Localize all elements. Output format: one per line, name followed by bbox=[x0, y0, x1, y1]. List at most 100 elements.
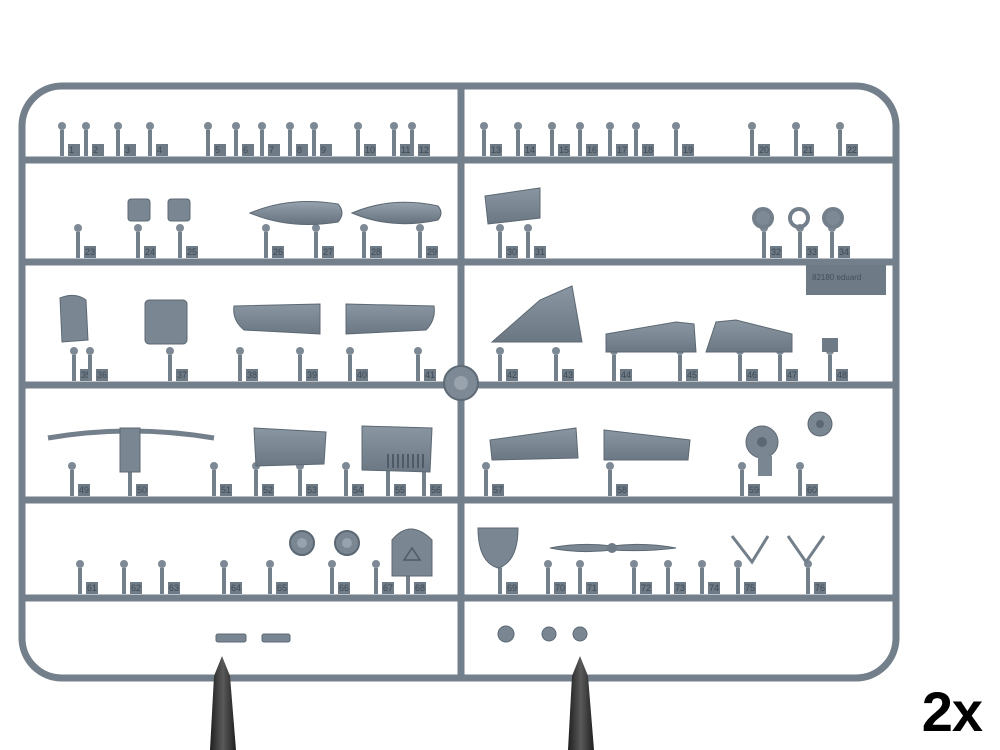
part-number: 11 bbox=[401, 145, 410, 155]
landing-gear-door-left bbox=[253, 427, 327, 467]
part-number: 13 bbox=[491, 145, 501, 155]
part-stub: 58 bbox=[606, 462, 628, 496]
part-number: 31 bbox=[535, 247, 545, 257]
part-stub: 67 bbox=[372, 560, 394, 594]
quantity-label: 2x bbox=[921, 680, 983, 743]
part-stub: 32 bbox=[760, 224, 782, 258]
part-number: 45 bbox=[687, 370, 697, 380]
panel-part-20 bbox=[484, 187, 541, 225]
part-number: 47 bbox=[787, 370, 797, 380]
part-number: 67 bbox=[383, 583, 393, 593]
tailplane-right bbox=[345, 303, 435, 335]
part-stub: 73 bbox=[664, 560, 686, 594]
part-number: 46 bbox=[747, 370, 757, 380]
wheels bbox=[289, 530, 360, 556]
part-number: 23 bbox=[85, 247, 95, 257]
part-stub: 24 bbox=[134, 224, 156, 258]
part-stub: 12 bbox=[408, 122, 430, 156]
part-stub: 49 bbox=[68, 462, 90, 496]
aileron-left bbox=[489, 427, 579, 461]
part-number: 73 bbox=[675, 583, 685, 593]
part-number: 25 bbox=[187, 247, 197, 257]
part-stub: 20 bbox=[748, 122, 770, 156]
part-stub: 3 bbox=[114, 122, 136, 156]
part-stub: 36 bbox=[86, 347, 108, 381]
part-number: 61 bbox=[87, 583, 97, 593]
propeller bbox=[549, 543, 677, 553]
part-number: 60 bbox=[807, 485, 817, 495]
drop-tank-left bbox=[248, 200, 343, 226]
sprue-code-plate: 82180 eduard bbox=[806, 265, 886, 295]
part-stub: 66 bbox=[328, 560, 350, 594]
svg-text:82180 eduard: 82180 eduard bbox=[812, 273, 861, 282]
part-number: 27 bbox=[323, 247, 333, 257]
part-number: 5 bbox=[215, 145, 220, 155]
part-number: 57 bbox=[493, 485, 503, 495]
part-stub: 74 bbox=[698, 560, 720, 594]
part-number: 53 bbox=[307, 485, 317, 495]
part-number: 19 bbox=[683, 145, 693, 155]
small-plate-55 bbox=[822, 338, 838, 352]
part-stub: 75 bbox=[734, 560, 756, 594]
part-stub: 29 bbox=[416, 224, 438, 258]
part-stub: 52 bbox=[252, 462, 274, 496]
part-number: 17 bbox=[617, 145, 627, 155]
part-number: 28 bbox=[371, 247, 381, 257]
part-number: 24 bbox=[145, 247, 155, 257]
part-number: 15 bbox=[559, 145, 569, 155]
part-number: 40 bbox=[357, 370, 367, 380]
part-stub: 2 bbox=[82, 122, 104, 156]
part-number: 7 bbox=[269, 145, 274, 155]
part-number: 68 bbox=[415, 583, 425, 593]
part-number: 66 bbox=[339, 583, 349, 593]
part-stub: 51 bbox=[210, 462, 232, 496]
part-stub: 7 bbox=[258, 122, 280, 156]
part-stub: 14 bbox=[514, 122, 536, 156]
rudder-fin bbox=[490, 285, 583, 343]
part-stub: 63 bbox=[158, 560, 180, 594]
canopy-frame-rail bbox=[47, 427, 215, 473]
rings-row2 bbox=[752, 207, 844, 229]
part-number: 2 bbox=[93, 145, 98, 155]
part-number: 65 bbox=[277, 583, 287, 593]
part-number: 30 bbox=[507, 247, 517, 257]
part-stub: 10 bbox=[354, 122, 376, 156]
spinner-backplate bbox=[745, 425, 779, 476]
part-number: 6 bbox=[243, 145, 248, 155]
part-number: 18 bbox=[643, 145, 653, 155]
part-number: 62 bbox=[131, 583, 141, 593]
part-number: 38 bbox=[247, 370, 257, 380]
part-stub: 27 bbox=[312, 224, 334, 258]
part-stub: 34 bbox=[828, 224, 850, 258]
flap-right bbox=[705, 319, 793, 353]
part-stub: 60 bbox=[796, 462, 818, 496]
part-stub: 39 bbox=[296, 347, 318, 381]
part-stub: 76 bbox=[804, 560, 826, 594]
part-stub: 72 bbox=[630, 560, 652, 594]
part-number: 12 bbox=[419, 145, 429, 155]
part-number: 14 bbox=[525, 145, 535, 155]
part-number: 75 bbox=[745, 583, 755, 593]
aileron-right bbox=[603, 429, 691, 461]
part-stub: 33 bbox=[796, 224, 818, 258]
part-number: 37 bbox=[177, 370, 187, 380]
part-number: 51 bbox=[221, 485, 231, 495]
part-number: 52 bbox=[263, 485, 273, 495]
part-number: 8 bbox=[297, 145, 302, 155]
radiator-panel bbox=[361, 425, 433, 473]
part-stub: 62 bbox=[120, 560, 142, 594]
part-stub: 18 bbox=[632, 122, 654, 156]
part-number: 42 bbox=[507, 370, 517, 380]
part-number: 39 bbox=[307, 370, 317, 380]
part-number: 43 bbox=[563, 370, 573, 380]
clamp-left bbox=[210, 656, 236, 750]
part-stub: 41 bbox=[414, 347, 436, 381]
part-stub: 61 bbox=[76, 560, 98, 594]
part-number: 21 bbox=[803, 145, 813, 155]
part-stub: 31 bbox=[524, 224, 546, 258]
part-number: 22 bbox=[847, 145, 857, 155]
part-number: 3 bbox=[125, 145, 130, 155]
part-number: 29 bbox=[427, 247, 437, 257]
part-stub: 25 bbox=[176, 224, 198, 258]
